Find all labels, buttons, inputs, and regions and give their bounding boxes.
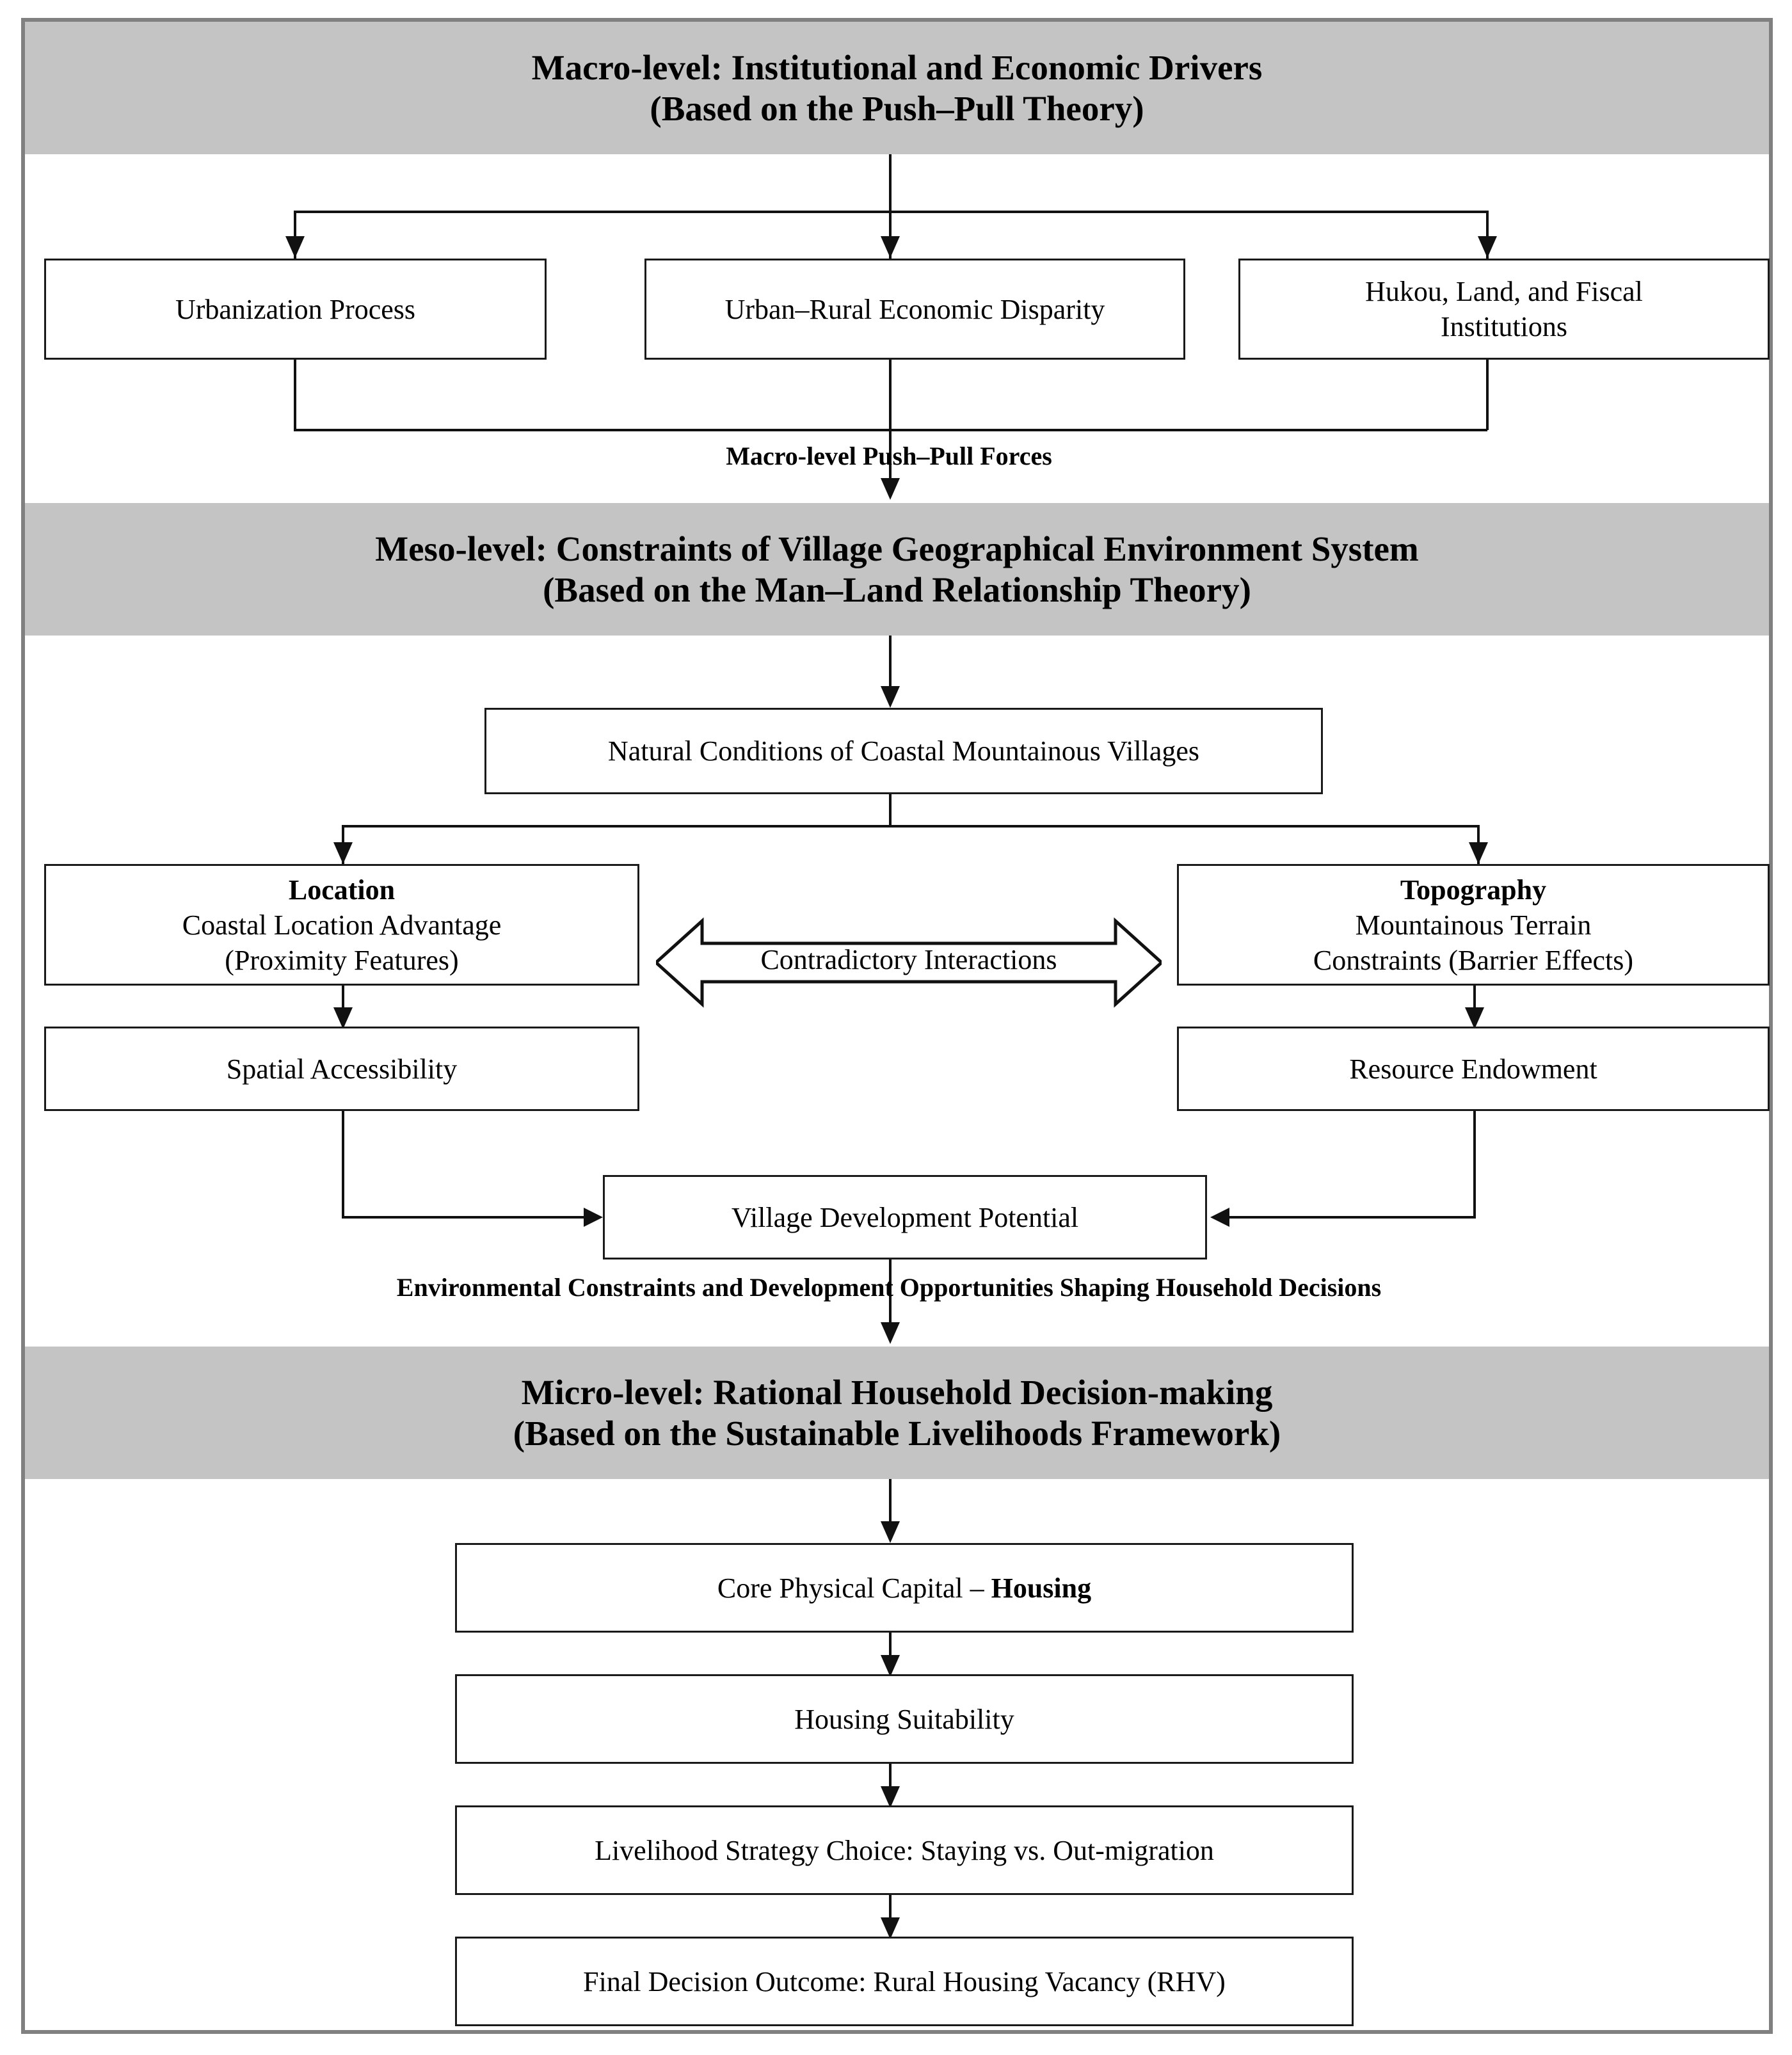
contradictory-interactions-label: Contradictory Interactions [656, 943, 1162, 976]
box-natural-conditions[interactable]: Natural Conditions of Coastal Mountainou… [484, 708, 1323, 794]
box-resource-endowment[interactable]: Resource Endowment [1177, 1027, 1770, 1111]
strategy-to-outcome-vline [889, 1895, 892, 1937]
box-village-development-potential[interactable]: Village Development Potential [603, 1175, 1207, 1259]
edge-label-macro-push-pull-forces: Macro-level Push–Pull Forces [569, 441, 1209, 471]
box-topography[interactable]: Topography Mountainous Terrain Constrain… [1177, 864, 1770, 986]
macro-branch-mid-arrow [881, 236, 900, 258]
box-location[interactable]: Location Coastal Location Advantage (Pro… [44, 864, 639, 986]
box-livelihood-strategy-choice-label: Livelihood Strategy Choice: Staying vs. … [595, 1834, 1214, 1866]
capital-to-suitability-vline [889, 1633, 892, 1674]
macro-merge-right-vline [1486, 360, 1489, 430]
topography-to-resource-arrow [1465, 1007, 1484, 1029]
box-location-sub-line-1: Coastal Location Advantage [182, 909, 502, 941]
meso-to-natural-arrow [881, 686, 900, 708]
box-hukou-land-fiscal-institutions[interactable]: Hukou, Land, and Fiscal Institutions [1238, 259, 1770, 360]
suitability-to-strategy-vline [889, 1764, 892, 1805]
box-location-sub-line-2: (Proximity Features) [225, 944, 459, 976]
contradictory-interactions-label-text: Contradictory Interactions [760, 944, 1057, 975]
box-spatial-accessibility-label: Spatial Accessibility [226, 1053, 458, 1085]
spatial-to-vdp-arrow [584, 1208, 603, 1227]
location-to-spatial-arrow [333, 1007, 353, 1029]
box-hukou-label-line-2: Institutions [1440, 311, 1568, 342]
box-spatial-accessibility[interactable]: Spatial Accessibility [44, 1027, 639, 1111]
macro-to-meso-vline [889, 429, 892, 481]
vdp-to-micro-arrow [881, 1322, 900, 1344]
box-village-development-potential-label: Village Development Potential [731, 1201, 1079, 1233]
meso-level-heading-band: Meso-level: Constraints of Village Geogr… [25, 503, 1769, 636]
macro-to-meso-arrow [881, 478, 900, 500]
box-urban-rural-economic-disparity-label: Urban–Rural Economic Disparity [724, 293, 1105, 325]
resource-to-vdp-arrow [1210, 1208, 1229, 1227]
box-topography-title: Topography [1400, 874, 1547, 906]
macro-stem-vline [889, 154, 892, 212]
micro-heading-line-1: Micro-level: Rational Household Decision… [521, 1372, 1273, 1412]
box-topography-sub-line-2: Constraints (Barrier Effects) [1313, 944, 1634, 976]
macro-level-heading-band: Macro-level: Institutional and Economic … [25, 22, 1769, 154]
topography-to-resource-vline [1473, 986, 1476, 1027]
natural-split-left-arrow [333, 842, 353, 864]
box-urbanization-process-label: Urbanization Process [175, 293, 416, 325]
box-topography-sub-line-1: Mountainous Terrain [1355, 909, 1592, 941]
box-urbanization-process[interactable]: Urbanization Process [44, 259, 547, 360]
box-resource-endowment-label: Resource Endowment [1349, 1053, 1597, 1085]
contradictory-interactions-double-arrow-icon [656, 915, 1162, 1011]
edge-label-macro-push-pull-forces-text: Macro-level Push–Pull Forces [726, 442, 1052, 470]
box-core-physical-capital-plain: Core Physical Capital – [717, 1572, 991, 1604]
box-livelihood-strategy-choice[interactable]: Livelihood Strategy Choice: Staying vs. … [455, 1805, 1354, 1895]
figure-frame: Macro-level: Institutional and Economic … [21, 18, 1773, 2034]
macro-branch-right-vline [1486, 211, 1489, 260]
macro-branch-left-arrow [285, 236, 305, 258]
resource-to-vdp-hline [1229, 1216, 1476, 1219]
natural-split-stem-vline [889, 794, 892, 828]
box-housing-suitability-label: Housing Suitability [794, 1703, 1014, 1735]
box-location-title: Location [288, 874, 396, 906]
box-final-decision-outcome-label: Final Decision Outcome: Rural Housing Va… [583, 1965, 1226, 1997]
spatial-to-vdp-vline [342, 1111, 344, 1219]
box-natural-conditions-label: Natural Conditions of Coastal Mountainou… [607, 735, 1200, 767]
meso-heading-line-1: Meso-level: Constraints of Village Geogr… [375, 529, 1419, 568]
micro-heading-line-2: (Based on the Sustainable Livelihoods Fr… [513, 1413, 1281, 1453]
box-housing-suitability[interactable]: Housing Suitability [455, 1674, 1354, 1764]
box-core-physical-capital-text: Core Physical Capital – Housing [717, 1571, 1091, 1606]
edge-label-environmental-constraints-text: Environmental Constraints and Developmen… [396, 1273, 1382, 1302]
meso-heading-line-2: (Based on the Man–Land Relationship Theo… [543, 570, 1251, 609]
micro-level-heading-band: Micro-level: Rational Household Decision… [25, 1347, 1769, 1479]
resource-to-vdp-vline [1473, 1111, 1476, 1219]
micro-to-capital-vline [889, 1479, 892, 1525]
macro-branch-mid-vline [889, 211, 892, 260]
macro-merge-left-vline [294, 360, 296, 430]
box-urban-rural-economic-disparity[interactable]: Urban–Rural Economic Disparity [644, 259, 1185, 360]
suitability-to-strategy-arrow [881, 1786, 900, 1808]
box-core-physical-capital-housing[interactable]: Core Physical Capital – Housing [455, 1543, 1354, 1633]
strategy-to-outcome-arrow [881, 1917, 900, 1939]
macro-heading-line-2: (Based on the Push–Pull Theory) [650, 88, 1144, 128]
micro-to-capital-arrow [881, 1521, 900, 1543]
location-to-spatial-vline [342, 986, 344, 1027]
capital-to-suitability-arrow [881, 1655, 900, 1677]
box-core-physical-capital-bold: Housing [991, 1572, 1092, 1604]
edge-label-environmental-constraints: Environmental Constraints and Developmen… [121, 1272, 1657, 1302]
macro-merge-mid-vline [889, 360, 892, 430]
spatial-to-vdp-hline [342, 1216, 585, 1219]
macro-heading-line-1: Macro-level: Institutional and Economic … [531, 47, 1263, 87]
box-final-decision-outcome[interactable]: Final Decision Outcome: Rural Housing Va… [455, 1937, 1354, 2026]
vdp-to-micro-vline [889, 1259, 892, 1326]
natural-split-right-arrow [1469, 842, 1488, 864]
macro-branch-left-vline [294, 211, 296, 260]
meso-to-natural-vline [889, 636, 892, 690]
macro-branch-right-arrow [1478, 236, 1497, 258]
box-hukou-label-line-1: Hukou, Land, and Fiscal [1365, 276, 1643, 307]
natural-split-hline [342, 825, 1480, 828]
